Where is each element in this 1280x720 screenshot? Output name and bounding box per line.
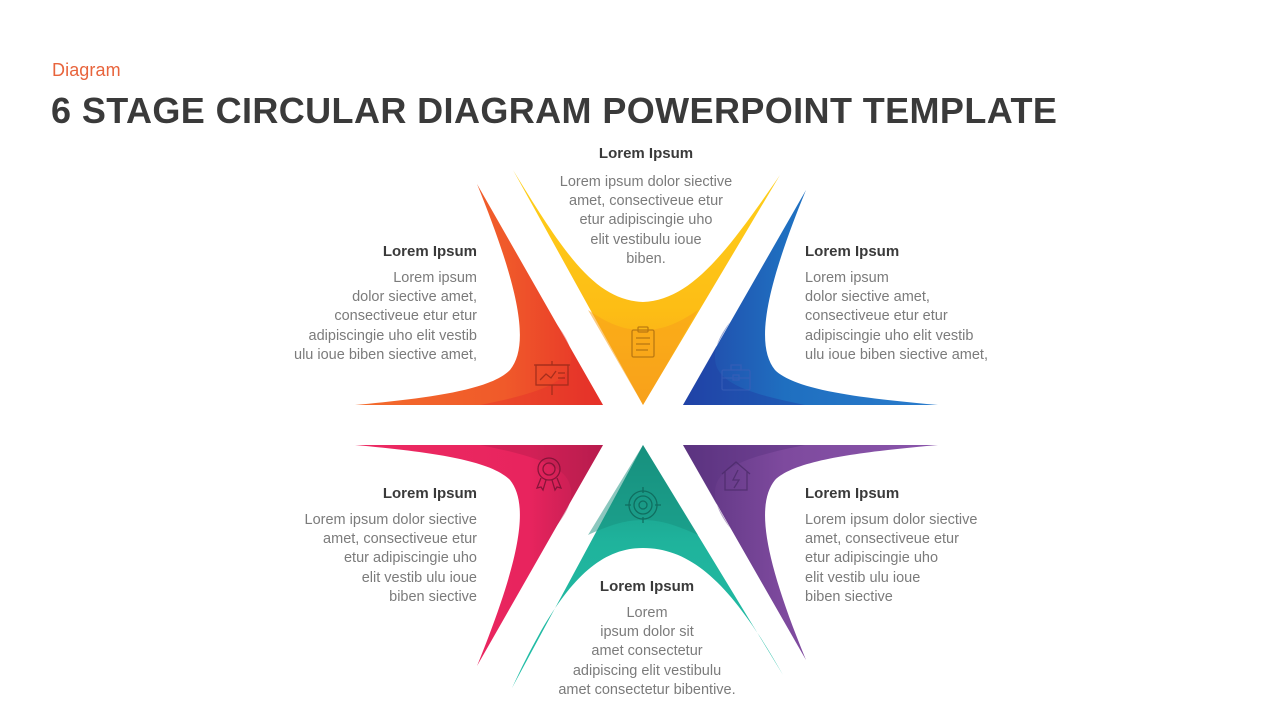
house-energy-icon bbox=[721, 461, 751, 491]
briefcase-icon bbox=[721, 364, 751, 391]
section-eyebrow: Diagram bbox=[52, 60, 121, 80]
stage-description: Lorem ipsum dolor siective amet, consect… bbox=[805, 512, 978, 605]
petal-top-left bbox=[355, 184, 603, 405]
stage-top-right-text: Lorem Ipsum Lorem ipsum dolor siective a… bbox=[805, 243, 1025, 365]
stage-heading: Lorem Ipsum bbox=[598, 145, 694, 162]
stage-top-text: Lorem Ipsum Lorem ipsum dolor siective a… bbox=[536, 145, 756, 269]
stage-heading: Lorem Ipsum bbox=[382, 485, 477, 502]
presentation-board-icon bbox=[534, 361, 570, 395]
stage-description: Lorem ipsum dolor siective amet, consect… bbox=[805, 270, 988, 363]
clipboard-checklist-icon bbox=[631, 326, 655, 358]
stage-heading: Lorem Ipsum bbox=[805, 485, 900, 502]
petal-bottom-right bbox=[683, 445, 938, 660]
stage-heading: Lorem Ipsum bbox=[599, 578, 695, 595]
stage-description: Lorem ipsum dolor siective amet, consect… bbox=[559, 174, 733, 267]
stage-description: Lorem ipsum dolor siective amet, consect… bbox=[294, 270, 477, 363]
stage-description: Lorem ipsum dolor siective amet, consect… bbox=[304, 512, 477, 605]
stage-heading: Lorem Ipsum bbox=[805, 243, 900, 260]
stage-description: Lorem ipsum dolor sit amet consectetur a… bbox=[558, 605, 736, 698]
stage-bottom-left-text: Lorem Ipsum Lorem ipsum dolor siective a… bbox=[262, 485, 477, 607]
stage-heading: Lorem Ipsum bbox=[382, 243, 477, 260]
stage-bottom-text: Lorem Ipsum Lorem ipsum dolor sit amet c… bbox=[537, 578, 757, 700]
petal-bottom-left bbox=[355, 445, 603, 666]
target-icon bbox=[625, 487, 661, 523]
petal-top-right bbox=[683, 190, 938, 405]
award-badge-icon bbox=[535, 457, 563, 492]
page-title: 6 STAGE CIRCULAR DIAGRAM POWERPOINT TEMP… bbox=[51, 90, 1058, 131]
stage-bottom-right-text: Lorem Ipsum Lorem ipsum dolor siective a… bbox=[805, 485, 1025, 607]
stage-top-left-text: Lorem Ipsum Lorem ipsum dolor siective a… bbox=[262, 243, 477, 365]
